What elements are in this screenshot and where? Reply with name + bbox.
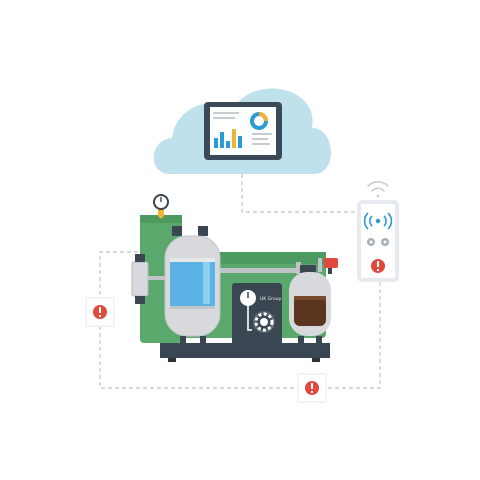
gear-icon bbox=[367, 238, 389, 246]
machine-label: UK Group bbox=[260, 296, 282, 302]
alert-exclamation-icon bbox=[297, 373, 327, 403]
smartphone-icon bbox=[357, 200, 399, 282]
wifi-signal-icon bbox=[367, 181, 389, 198]
side-valve bbox=[131, 254, 168, 304]
tablet-dashboard-icon bbox=[204, 102, 282, 160]
phone-down-line bbox=[312, 282, 381, 389]
alert-exclamation-icon bbox=[85, 297, 115, 327]
pressure-gauge-icon bbox=[153, 194, 169, 219]
gear-icon bbox=[253, 311, 275, 333]
control-unit: UK Group bbox=[232, 283, 282, 345]
gauge-dial-icon bbox=[240, 290, 256, 306]
machine-base bbox=[160, 343, 330, 362]
tablet-bar-chart bbox=[214, 129, 242, 148]
cloud-to-phone-line bbox=[241, 174, 360, 213]
water-vessel bbox=[164, 226, 221, 344]
phone-alert-icon bbox=[371, 259, 385, 273]
tablet-donut-chart bbox=[250, 112, 268, 130]
relief-valve bbox=[324, 258, 338, 274]
broadcast-signal-icon bbox=[363, 212, 393, 230]
coffee-vessel bbox=[289, 265, 331, 344]
pipes bbox=[210, 258, 322, 274]
